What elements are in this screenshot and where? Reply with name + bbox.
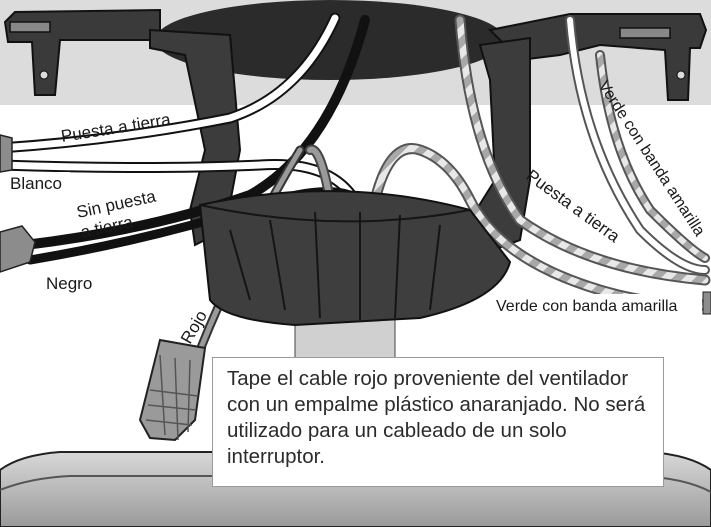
wires [0,12,711,355]
instruction-note: Tape el cable rojo proveniente del venti… [212,357,664,487]
label-white-box: Blanco [6,172,70,194]
label-black: Negro [46,274,92,293]
right-mounting-bracket [468,13,708,257]
junction-box-opening [155,0,505,80]
left-wire-connectors [0,134,36,273]
instruction-note-text: Tape el cable rojo proveniente del venti… [227,367,646,468]
label-white: Blanco [10,174,62,193]
label-green-yellow-horizontal-box: Verde con banda amarilla [494,294,702,316]
right-wire-connector [702,291,711,315]
wire-connector-housing [198,190,512,327]
label-green-yellow-horizontal: Verde con banda amarilla [496,298,678,315]
red-wire-nut [138,338,207,442]
